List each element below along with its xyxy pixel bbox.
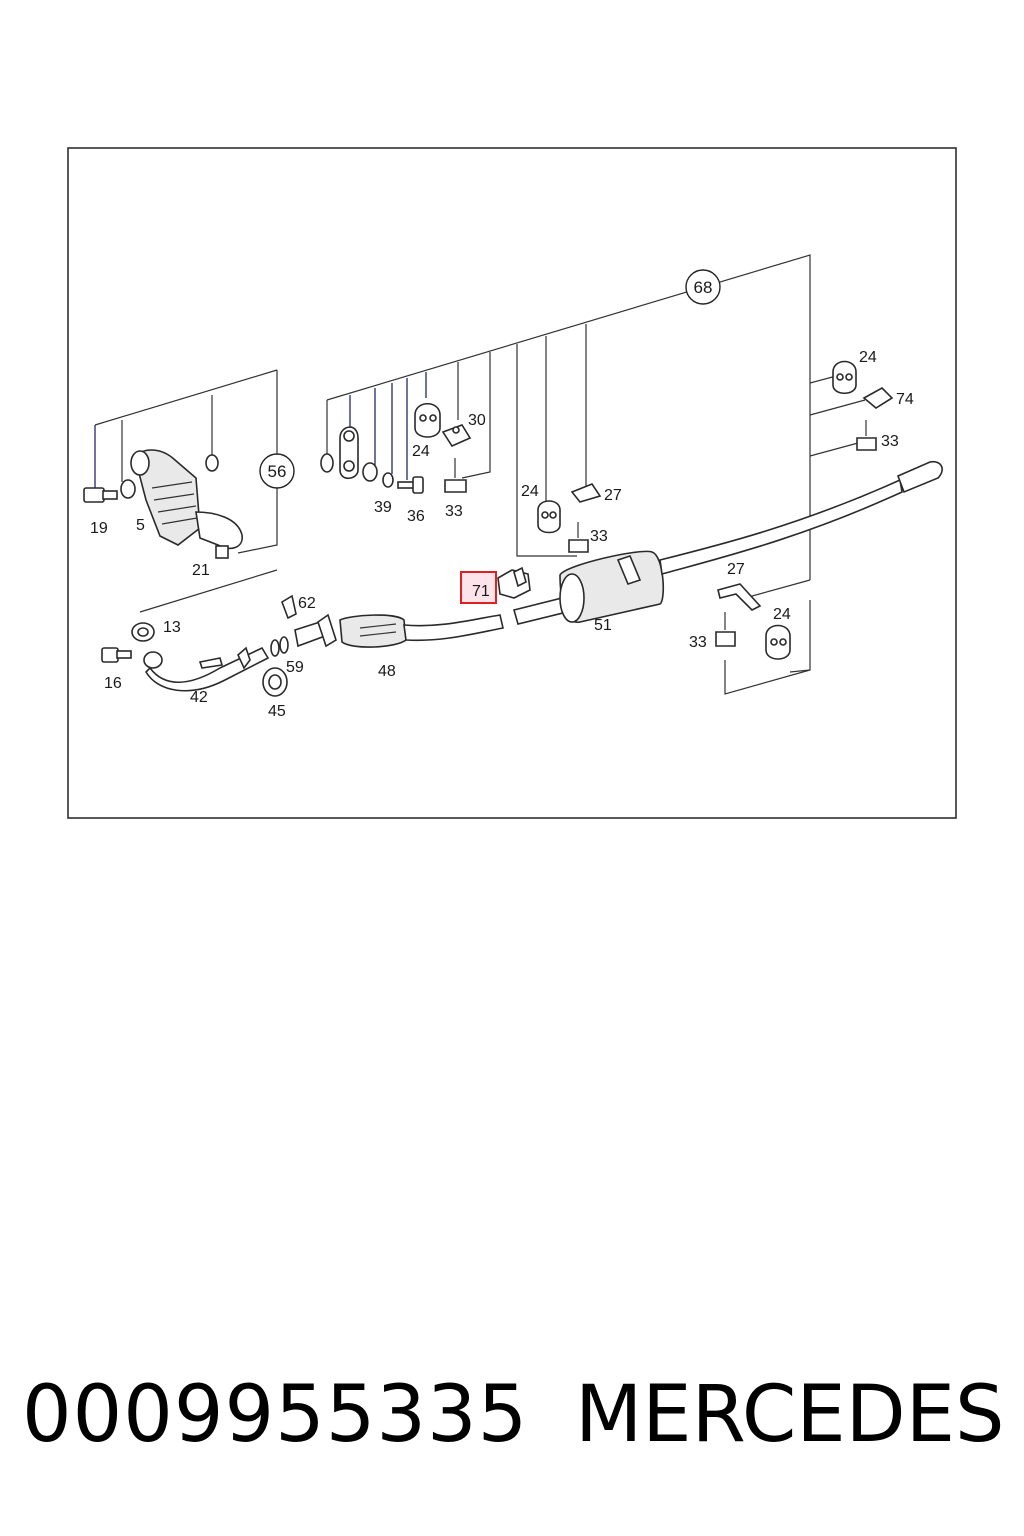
part-screw-33a	[444, 458, 467, 493]
leader-group-68	[139, 254, 866, 695]
label-27a: 27	[604, 487, 622, 504]
label-21: 21	[192, 562, 210, 579]
part-washer-39	[382, 472, 394, 488]
label-39: 39	[374, 499, 392, 516]
label-59: 59	[286, 659, 304, 676]
label-42: 42	[190, 689, 208, 706]
part-rubber-mount-24c	[832, 360, 857, 395]
part-bolt-21	[215, 545, 229, 559]
part-bracket-27b	[717, 583, 762, 611]
label-5: 5	[136, 517, 145, 534]
part-washer-68a	[320, 453, 334, 473]
part-grommet-45	[262, 667, 288, 697]
label-24c: 24	[859, 349, 877, 366]
part-hanger-68	[339, 426, 359, 480]
leader-group-56	[94, 369, 278, 554]
brand-name: MERCEDES	[575, 1370, 1005, 1460]
part-clamp-13	[131, 622, 155, 642]
part-catalytic-manifold-5	[130, 449, 243, 550]
footer: 0009955335 MERCEDES	[0, 1370, 1024, 1480]
svg-text:56: 56	[268, 462, 287, 481]
label-62: 62	[298, 595, 316, 612]
part-bracket-27a	[570, 483, 602, 503]
label-30: 30	[468, 412, 486, 429]
label-24d: 24	[773, 606, 791, 623]
part-bracket-74	[862, 387, 894, 409]
label-13: 13	[163, 619, 181, 636]
label-74: 74	[896, 391, 914, 408]
callout-68: 68	[685, 269, 721, 305]
part-catalytic-converter-48	[294, 613, 504, 648]
exhaust-system-diagram: 56 68	[67, 147, 957, 819]
part-bolt-16	[101, 647, 132, 663]
label-24a: 24	[412, 443, 430, 460]
part-screw-33d	[715, 612, 736, 647]
label-16: 16	[104, 675, 122, 692]
part-rubber-mount-24a	[414, 402, 441, 438]
part-rear-silencer-51	[513, 460, 943, 625]
highlight-box-71	[460, 571, 497, 604]
part-washer-19	[120, 479, 136, 499]
label-36: 36	[407, 508, 425, 525]
label-27b: 27	[727, 561, 745, 578]
label-51: 51	[594, 617, 612, 634]
diagram-frame	[67, 147, 957, 819]
label-71: 71	[472, 583, 490, 600]
part-bolt-36	[397, 476, 424, 494]
label-33d: 33	[689, 634, 707, 651]
part-rings-59	[270, 636, 289, 657]
svg-text:68: 68	[694, 278, 713, 297]
part-bracket-30	[441, 424, 472, 448]
label-48: 48	[378, 663, 396, 680]
label-45: 45	[268, 703, 286, 720]
part-bushing-39	[362, 462, 378, 482]
label-33a: 33	[445, 503, 463, 520]
part-rubber-mount-24d	[765, 624, 791, 660]
label-33c: 33	[881, 433, 899, 450]
part-clamp-71	[497, 566, 531, 599]
label-24b: 24	[521, 483, 539, 500]
part-bolt-19	[83, 487, 118, 503]
part-number: 0009955335	[22, 1370, 529, 1460]
part-screw-33c	[856, 420, 877, 451]
part-labels: 19 5 21 13 16 42 45 59 62 48 39 36 24 33…	[90, 349, 914, 720]
label-19: 19	[90, 520, 108, 537]
part-screw-33b	[568, 522, 589, 553]
label-33b: 33	[590, 528, 608, 545]
callout-56: 56	[259, 453, 295, 489]
part-rubber-mount-24b	[537, 500, 561, 534]
part-front-pipe-42	[143, 646, 270, 692]
part-washer-56	[205, 454, 219, 472]
part-clip-62	[281, 594, 297, 620]
